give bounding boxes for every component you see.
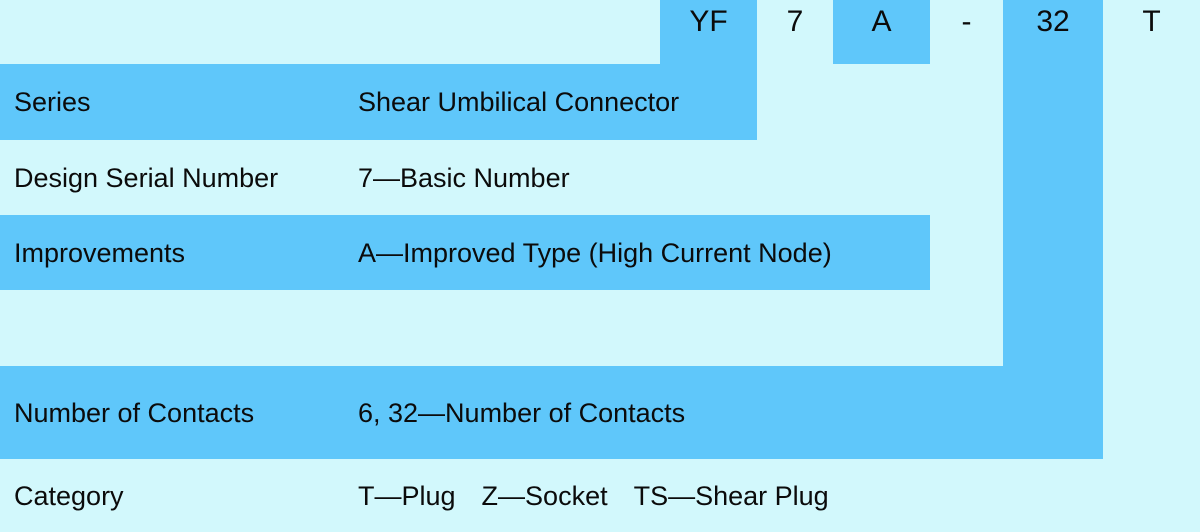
table-row: Number of Contacts 6, 32—Number of Contac… [0, 366, 1103, 459]
table-row: Series Shear Umbilical Connector [0, 64, 757, 140]
table-row: Improvements A—Improved Type (High Curren… [0, 215, 930, 290]
row-value-part: Z—Socket [481, 480, 608, 511]
table-row: Category T—Plug Z—Socket TS—Shear Plug [0, 459, 1200, 532]
row-label: Series [14, 87, 91, 117]
row-value-part: TS—Shear Plug [633, 480, 829, 511]
row-label: Number of Contacts [14, 397, 255, 428]
contacts-code-connector [1003, 0, 1103, 459]
code-segment-cell: YF [660, 0, 757, 64]
table-row: Design Serial Number 7—Basic Number [0, 140, 833, 215]
spacer-row [0, 290, 1003, 366]
row-value: T—Plug Z—Socket TS—Shear Plug [358, 480, 829, 512]
code-segment-cell: T [1103, 0, 1200, 64]
code-segment-text: T [1142, 5, 1161, 38]
code-segment-text: YF [689, 5, 728, 38]
row-label: Design Serial Number [14, 162, 279, 193]
code-segment-text: 7 [786, 5, 804, 38]
code-segment-text: A [871, 5, 892, 38]
code-segment-cell: 7 [757, 0, 833, 64]
row-value: A—Improved Type (High Current Node) [358, 237, 832, 269]
row-value: 6, 32—Number of Contacts [358, 397, 685, 429]
code-segment-cell: A [833, 0, 930, 64]
code-segment-cell: - [930, 0, 1003, 64]
code-segment-text: 32 [1036, 5, 1070, 38]
row-value-part: T—Plug [358, 480, 456, 511]
code-segment-text: - [961, 5, 972, 38]
row-value-part: A—Improved Type (High Current Node) [358, 237, 832, 268]
row-label: Improvements [14, 237, 186, 268]
row-value: Shear Umbilical Connector [358, 86, 679, 118]
code-segment-cell: 32 [1003, 0, 1103, 64]
row-value-part: 7—Basic Number [358, 162, 570, 193]
row-value-part: 6, 32—Number of Contacts [358, 397, 686, 428]
row-value-part: Shear Umbilical Connector [358, 87, 680, 117]
row-value: 7—Basic Number [358, 162, 570, 194]
row-label: Category [14, 480, 124, 511]
